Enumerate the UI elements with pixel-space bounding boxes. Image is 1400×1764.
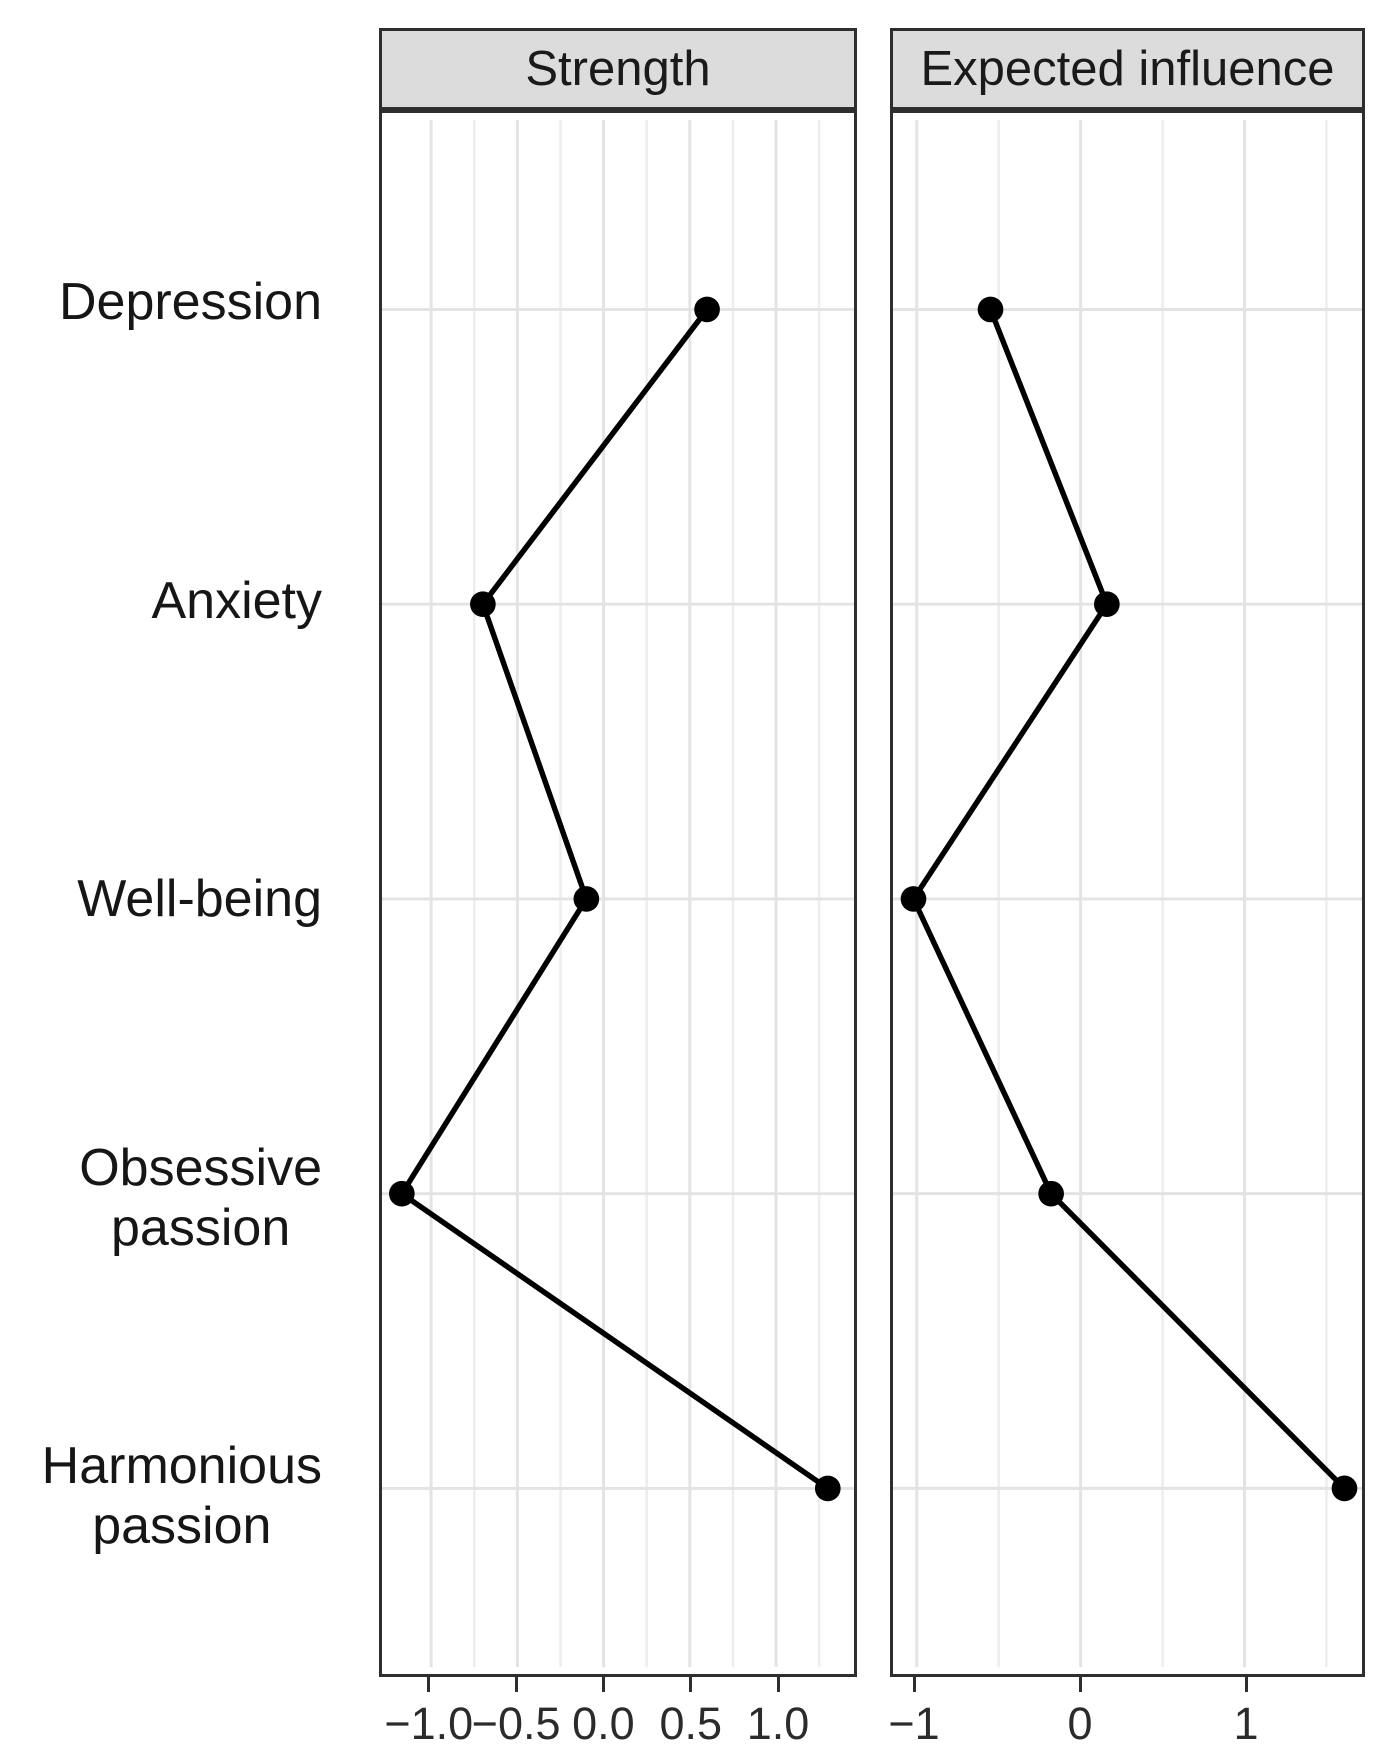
x-axis-tick [1078,1677,1082,1692]
data-point [388,1180,415,1207]
facet-title: Expected influence [920,42,1335,96]
data-point [470,591,496,618]
y-axis-label-text: Obsessive passion [79,1138,322,1257]
facet-title: Strength [525,42,711,96]
data-point [1094,591,1120,618]
y-axis-label-text: Harmonious passion [41,1437,322,1555]
data-point [694,296,720,323]
y-axis-label-text: Well-being [77,870,322,928]
chart-canvas [893,119,1362,1668]
x-axis-tick [912,1677,916,1692]
x-axis-tick-label: 0.0 [572,1698,635,1749]
x-axis-tick [776,1677,780,1692]
x-axis-tick-label: 1 [1233,1698,1259,1749]
x-axis-tick-label: 0.5 [659,1698,723,1749]
data-point [1038,1180,1064,1207]
y-axis-label-text: Anxiety [151,571,322,630]
facet-strip-strength: Strength [379,28,857,110]
x-axis-tick [514,1677,518,1692]
y-axis-label: Anxiety [0,571,322,631]
x-axis-tick [689,1677,693,1692]
x-axis-tick [1244,1677,1248,1692]
y-axis-label: Depression [0,272,322,332]
x-axis-tick [601,1677,605,1692]
data-point [977,296,1004,323]
data-point [814,1475,841,1502]
y-axis-label: Obsessive passion [0,1138,322,1258]
x-axis-tick-label: −1 [888,1698,940,1749]
x-axis-tick-label: 1.0 [746,1698,810,1749]
facet-strip-expected-influence: Expected influence [890,28,1365,110]
chart-canvas [382,119,854,1668]
y-axis-label: Harmonious passion [0,1436,322,1556]
data-point [573,886,600,912]
plot-area-strength [379,110,857,1677]
data-point [900,886,927,912]
data-point [1331,1475,1358,1502]
x-axis-tick-label: −1.0 [384,1698,474,1749]
y-axis-label: Well-being [0,869,322,929]
plot-area-expected-influence [890,110,1365,1677]
x-axis-tick-label: 0 [1067,1698,1093,1749]
y-axis-label-text: Depression [58,273,322,331]
x-axis-tick [427,1677,431,1692]
x-axis-tick-label: −0.5 [471,1698,561,1749]
